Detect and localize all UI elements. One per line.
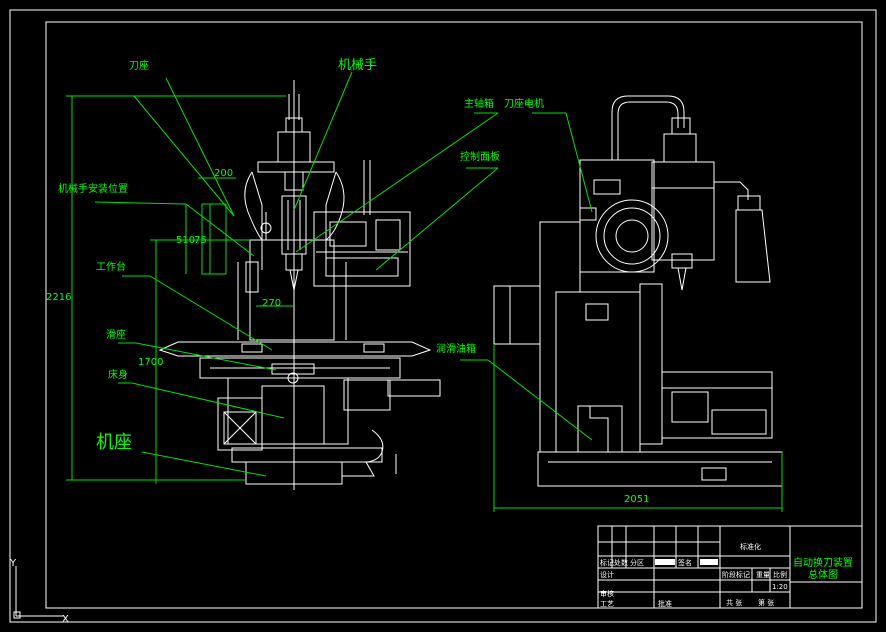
drawing-title-line1: 自动换刀装置: [793, 556, 853, 569]
title-block-count: 处数: [614, 558, 628, 567]
title-block-sign: 签名: [678, 558, 692, 567]
title-block-mark: 标记: [600, 558, 614, 567]
title-block-design: 设计: [600, 570, 614, 579]
label-lube-box: 润滑油箱: [436, 342, 476, 355]
title-block-unit: 标准化: [740, 542, 761, 551]
label-tool-magazine: 刀座: [129, 59, 149, 72]
label-bed: 床身: [108, 368, 128, 381]
dim-510: 510: [176, 235, 195, 246]
ucs-icon: Y X: [9, 558, 69, 625]
label-tool-motor: 刀座电机: [504, 97, 544, 110]
label-slide: 滑座: [106, 328, 126, 341]
title-block: [597, 525, 863, 609]
label-worktable: 工作台: [96, 260, 126, 273]
title-block-zone: 分区: [630, 558, 644, 567]
title-block-stage: 阶段标记: [722, 570, 750, 579]
drawing-frame: [9, 9, 877, 623]
title-block-review: 审核: [600, 589, 614, 598]
label-spindle-box: 主轴箱: [464, 97, 494, 110]
dim-270: 270: [262, 298, 281, 309]
label-control-panel: 控制面板: [460, 150, 500, 163]
title-block-sheet-right: 第 张: [758, 598, 774, 607]
dim-2216: 2216: [46, 292, 71, 303]
ucs-x-label: X: [62, 614, 69, 625]
title-block-approve: 批准: [658, 599, 672, 608]
drawing-title-line2: 总体图: [808, 568, 838, 581]
label-manipulator-mount: 机械手安装位置: [58, 182, 128, 195]
side-view: [493, 95, 783, 487]
front-view: [158, 80, 441, 490]
dim-75: 75: [194, 235, 207, 246]
ucs-y-label: Y: [9, 558, 17, 569]
label-base: 机座: [96, 432, 132, 453]
dimension-lines: [66, 71, 783, 512]
label-manipulator: 机械手: [338, 58, 377, 73]
title-block-sheet-left: 共 张: [726, 598, 742, 607]
dim-1700: 1700: [138, 357, 163, 368]
dim-200: 200: [214, 168, 233, 179]
title-block-weight: 重量: [756, 571, 770, 579]
title-block-process: 工艺: [600, 600, 614, 608]
title-block-scale-value: 1:20: [772, 583, 788, 591]
title-block-scale-label: 比例: [773, 570, 787, 579]
dim-2051: 2051: [624, 494, 649, 505]
